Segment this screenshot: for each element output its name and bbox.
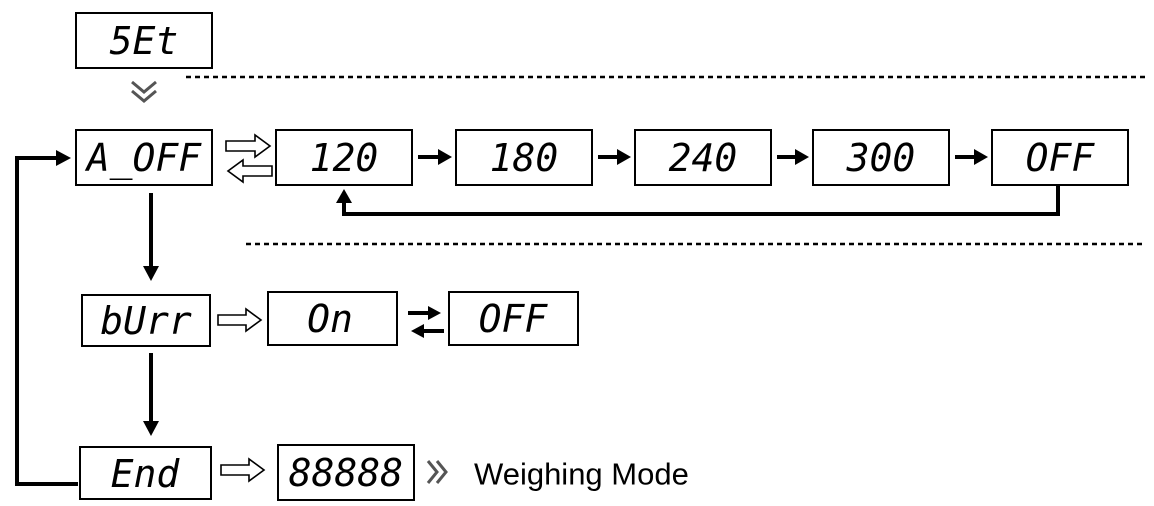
weighing-mode-caption: Weighing Mode xyxy=(474,457,689,492)
auto-off-option-off: OFF xyxy=(991,129,1129,186)
auto-off-option-300: 300 xyxy=(812,129,950,186)
back-arrow-icon xyxy=(226,158,273,184)
end-display: End xyxy=(79,446,212,500)
auto-off-option-240: 240 xyxy=(634,129,772,186)
option-label: 240 xyxy=(669,136,738,180)
arrow-down-icon xyxy=(143,193,159,281)
auto-off-display-label: A_OFF xyxy=(85,136,203,181)
double-chevron-right-icon xyxy=(426,460,448,484)
toggle-arrows-icon xyxy=(408,306,444,338)
auto-off-option-120: 120 xyxy=(275,129,413,186)
arrow-right-icon xyxy=(598,149,631,165)
arrow-right-icon xyxy=(777,149,809,165)
set-display: 5Et xyxy=(75,12,213,69)
option-label: 300 xyxy=(846,136,916,180)
loop-back-arrow xyxy=(336,186,1060,216)
enter-arrow-icon xyxy=(217,307,263,333)
return-loop-arrow xyxy=(15,150,78,486)
buzzer-option-on: On xyxy=(267,291,398,346)
buzzer-display-label: bUrr xyxy=(100,299,192,343)
arrow-down-icon xyxy=(143,353,159,436)
arrow-right-icon xyxy=(418,149,452,165)
end-display-label: End xyxy=(111,452,181,496)
option-label: OFF xyxy=(479,297,549,341)
option-label: 180 xyxy=(490,136,559,180)
option-label: OFF xyxy=(1026,136,1096,180)
weighing-display: 88888 xyxy=(277,444,415,501)
auto-off-display: A_OFF xyxy=(75,129,213,186)
set-display-label: 5Et xyxy=(110,19,179,63)
enter-arrow-icon xyxy=(220,457,266,483)
option-label: 120 xyxy=(310,136,379,180)
buzzer-display: bUrr xyxy=(81,294,211,347)
option-label: On xyxy=(307,297,353,341)
arrow-right-icon xyxy=(955,149,988,165)
weighing-display-label: 88888 xyxy=(289,451,403,495)
buzzer-option-off: OFF xyxy=(448,291,579,346)
auto-off-option-180: 180 xyxy=(455,129,593,186)
double-chevron-down-icon xyxy=(131,80,157,103)
enter-arrow-icon xyxy=(225,133,272,159)
